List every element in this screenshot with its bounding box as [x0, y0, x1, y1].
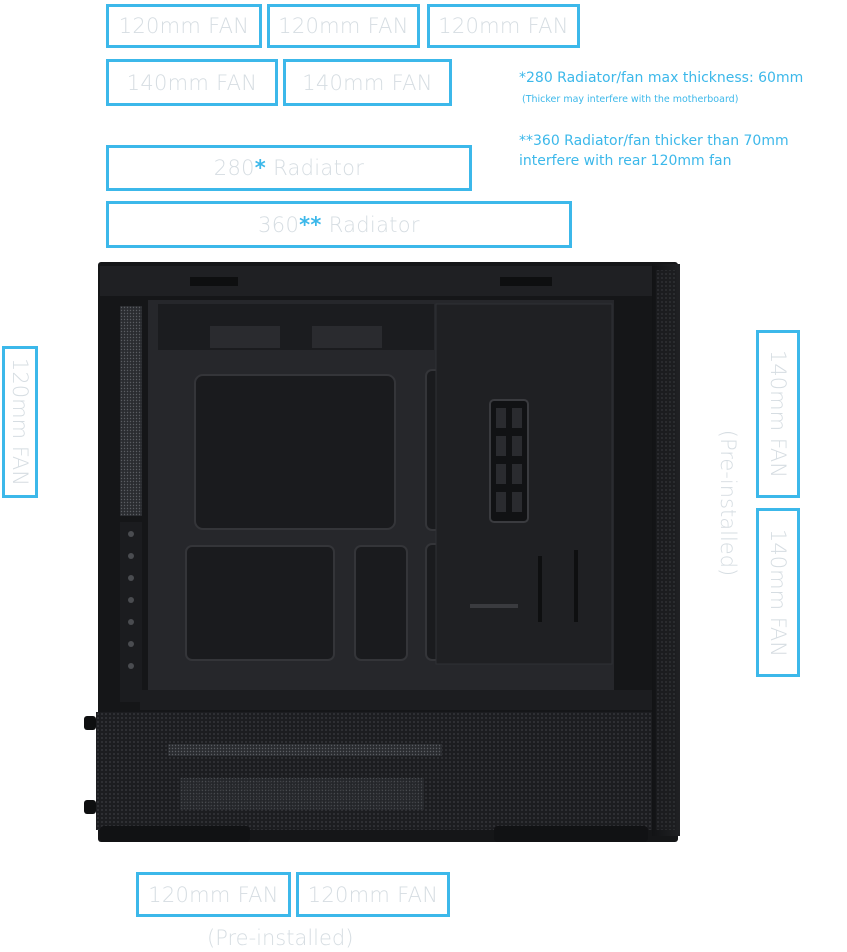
- note-2-line-1: **360 Radiator/fan thicker than 70mm: [519, 133, 789, 149]
- cable-hole-4: [512, 436, 522, 456]
- radiator-360-label: Radiator: [328, 212, 420, 237]
- front-fan-1: 140mm FAN: [756, 330, 800, 498]
- note-1-line-2: (Thicker may interfere with the motherbo…: [522, 94, 739, 105]
- radiator-280-mark: *: [254, 156, 267, 180]
- cable-hole-1: [496, 408, 506, 428]
- upper-tray-bar: [158, 304, 434, 350]
- radiator-280: 280*Radiator: [106, 145, 472, 191]
- front-fan-2: 140mm FAN: [756, 508, 800, 677]
- cable-hole-8: [512, 492, 522, 512]
- top-slot-1: [190, 277, 238, 286]
- lower-cutout-right: [354, 545, 408, 661]
- top-fan-140-2: 140mm FAN: [283, 59, 452, 106]
- psu-shroud-top: [140, 690, 652, 710]
- handle-bottom: [84, 800, 96, 814]
- radiator-280-label: Radiator: [273, 156, 365, 180]
- front-panel-mesh: [656, 270, 676, 830]
- note-2-line-2: interfere with rear 120mm fan: [519, 153, 732, 169]
- upper-tray-slot-1: [210, 326, 280, 348]
- radiator-360: 360**Radiator: [106, 201, 572, 248]
- rear-exhaust-mesh: [120, 306, 142, 516]
- top-fan-140-1: 140mm FAN: [106, 59, 278, 106]
- top-rail: [100, 266, 652, 296]
- expansion-slot-bracket: [120, 522, 142, 702]
- top-fan-1: 120mm FAN: [106, 4, 262, 48]
- top-fan-3: 120mm FAN: [427, 4, 580, 48]
- cable-hole-5: [496, 464, 506, 484]
- handle-top: [84, 716, 96, 730]
- bottom-fan-2: 120mm FAN: [296, 872, 450, 917]
- vertical-slot-2: [574, 550, 578, 622]
- cable-hole-6: [512, 464, 522, 484]
- lower-cutout-left: [185, 545, 335, 661]
- radiator-360-mark: **: [299, 212, 322, 237]
- top-fan-2: 120mm FAN: [267, 4, 420, 48]
- cpu-cutout: [194, 374, 396, 530]
- top-slot-2: [500, 277, 552, 286]
- cable-hole-3: [496, 436, 506, 456]
- case-foot-right: [494, 826, 648, 842]
- bracket-bar: [470, 604, 518, 608]
- psu-shroud-lower-strip: [180, 778, 424, 810]
- cable-hole-2: [512, 408, 522, 428]
- radiator-280-size: 280: [213, 156, 255, 180]
- psu-shroud: [96, 712, 652, 830]
- rear-fan: 120mm FAN: [2, 346, 38, 498]
- vertical-slot-1: [538, 556, 542, 622]
- bottom-fan-1: 120mm FAN: [136, 872, 291, 917]
- psu-shroud-highlight: [168, 744, 442, 756]
- upper-tray-slot-2: [312, 326, 382, 348]
- radiator-360-size: 360: [258, 212, 300, 237]
- case-foot-left: [100, 826, 250, 842]
- cable-management-box: [489, 399, 529, 523]
- expansion-slot-screws: [128, 531, 134, 669]
- note-1-line-1: *280 Radiator/fan max thickness: 60mm: [519, 70, 804, 86]
- bottom-preinstalled-label: (Pre-installed): [207, 926, 354, 950]
- cable-hole-7: [496, 492, 506, 512]
